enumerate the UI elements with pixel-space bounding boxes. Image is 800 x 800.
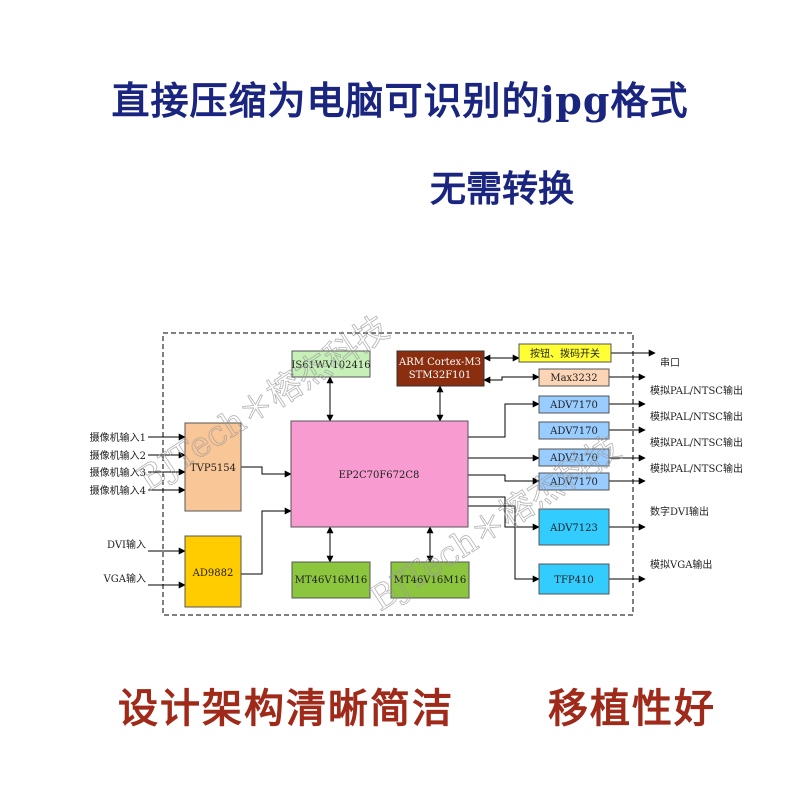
block-sram: IS61WV102416 [291,350,371,378]
input-cam2: 摄像机输入2 [90,449,146,462]
mem1-label: MT46V16M16 [295,575,368,586]
output-pal-3: 模拟PAL/NTSC输出 [650,436,743,449]
adv7170-4-label: ADV7170 [549,477,598,488]
output-pal-4: 模拟PAL/NTSC输出 [650,462,743,475]
adv7123-label: ADV7123 [549,523,598,534]
input-cam4: 摄像机输入4 [90,484,146,497]
block-adv7170-4: ADV7170 [538,472,610,491]
input-dvi: DVI输入 [107,538,146,551]
input-labels: 摄像机输入1 摄像机输入2 摄像机输入3 摄像机输入4 DVI输入 VGA输入 [90,431,146,585]
headline-sub: 无需转换 [430,168,575,210]
fpga-label: EP2C70F672C8 [339,470,420,481]
output-serial: 串口 [660,357,680,369]
mcu-label-line1: ARM Cortex-M3 [398,357,481,368]
output-vga: 模拟VGA输出 [650,558,712,571]
headline-top: 直接压缩为电脑可识别的jpg格式 [111,78,689,123]
block-mcu: ARM Cortex-M3 STM32F101 [396,350,485,387]
block-mem2: MT46V16M16 [390,561,470,599]
mcu-label-line2: STM32F101 [409,370,472,381]
board-boundary [162,332,634,616]
block-buttons: 按钮、拨码开关 [518,343,612,363]
block-adv7123: ADV7123 [538,508,610,546]
max3232-label: Max3232 [550,373,597,384]
adv7170-2-label: ADV7170 [549,426,598,437]
mem2-label: MT46V16M16 [394,575,467,586]
tvp5154-label: TVP5154 [190,463,236,474]
block-max3232: Max3232 [538,368,610,387]
input-cam3: 摄像机输入3 [90,466,146,479]
adv7170-1-label: ADV7170 [549,400,598,411]
block-fpga: EP2C70F672C8 [290,420,469,528]
buttons-label: 按钮、拨码开关 [530,347,600,360]
block-adv7170-1: ADV7170 [538,395,610,414]
output-dvi: 数字DVI输出 [650,505,709,518]
block-tfp410: TFP410 [538,563,610,595]
input-vga: VGA输入 [103,572,146,585]
input-cam1: 摄像机输入1 [90,431,146,444]
connectors [148,349,656,589]
output-labels: 串口 模拟PAL/NTSC输出 模拟PAL/NTSC输出 模拟PAL/NTSC输… [650,357,743,571]
ad9882-label: AD9882 [192,568,234,579]
block-mem1: MT46V16M16 [291,561,371,599]
block-tvp5154: TVP5154 [184,422,242,512]
output-pal-1: 模拟PAL/NTSC输出 [650,384,743,397]
block-adv7170-3: ADV7170 [538,448,610,467]
sram-label: IS61WV102416 [291,360,370,371]
block-ad9882: AD9882 [184,535,242,608]
adv7170-3-label: ADV7170 [549,453,598,464]
block-adv7170-2: ADV7170 [538,421,610,440]
output-pal-2: 模拟PAL/NTSC输出 [650,410,743,423]
tfp410-label: TFP410 [554,575,593,586]
headline-bottom-right: 移植性好 [548,685,716,732]
headline-bottom-left: 设计架构清晰简洁 [118,685,454,732]
